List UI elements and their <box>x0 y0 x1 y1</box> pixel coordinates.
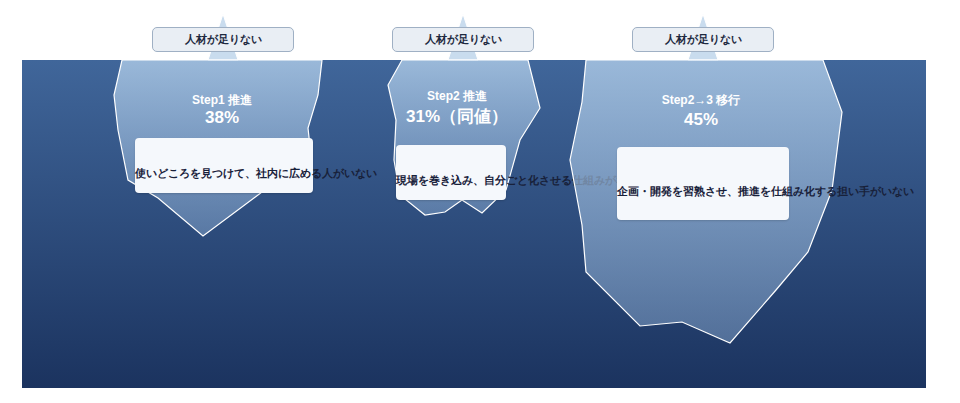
text-card: 企画・開発を習熟させ、推進を仕組み化する担い手がいない <box>617 147 789 220</box>
percentage-value: 45% <box>562 110 840 130</box>
text-card: 使いどころを見つけて、社内に広める人がいない <box>135 138 313 193</box>
card-text: 現場を巻き込み、自分ごと化させる仕組みがない <box>396 173 506 188</box>
label-box: 人材が足りない <box>392 27 534 52</box>
iceberg-body <box>388 60 540 215</box>
sea-water <box>22 60 926 388</box>
step-heading: Step1 推進 <box>112 92 332 109</box>
iceberg-shape: Step1 推進38% 使いどころを見つけて、社内に広める人がいない <box>112 60 332 238</box>
iceberg-shape: Step2 推進31%（同値）現場を巻き込み、自分ごと化させる仕組みがない <box>386 60 542 217</box>
text-card: 現場を巻き込み、自分ごと化させる仕組みがない <box>396 145 506 200</box>
percentage-value: 31%（同値） <box>379 105 535 128</box>
card-text: 使いどころを見つけて、社内に広める人がいない <box>135 166 313 181</box>
iceberg-body <box>114 60 322 236</box>
label-box: 人材が足りない <box>632 27 774 52</box>
label-text: 人材が足りない <box>665 32 742 47</box>
step-heading: Step2→3 移行 <box>562 92 840 109</box>
label-text: 人材が足りない <box>185 32 262 47</box>
percentage-value: 38% <box>112 108 332 128</box>
card-text: 企画・開発を習熟させ、推進を仕組み化する担い手がいない <box>617 184 789 199</box>
label-box: 人材が足りない <box>152 27 294 52</box>
iceberg-shape: Step2→3 移行45%企画・開発を習熟させ、推進を仕組み化する担い手がいない <box>566 60 844 345</box>
step-heading: Step2 推進 <box>379 88 535 105</box>
label-text: 人材が足りない <box>425 32 502 47</box>
